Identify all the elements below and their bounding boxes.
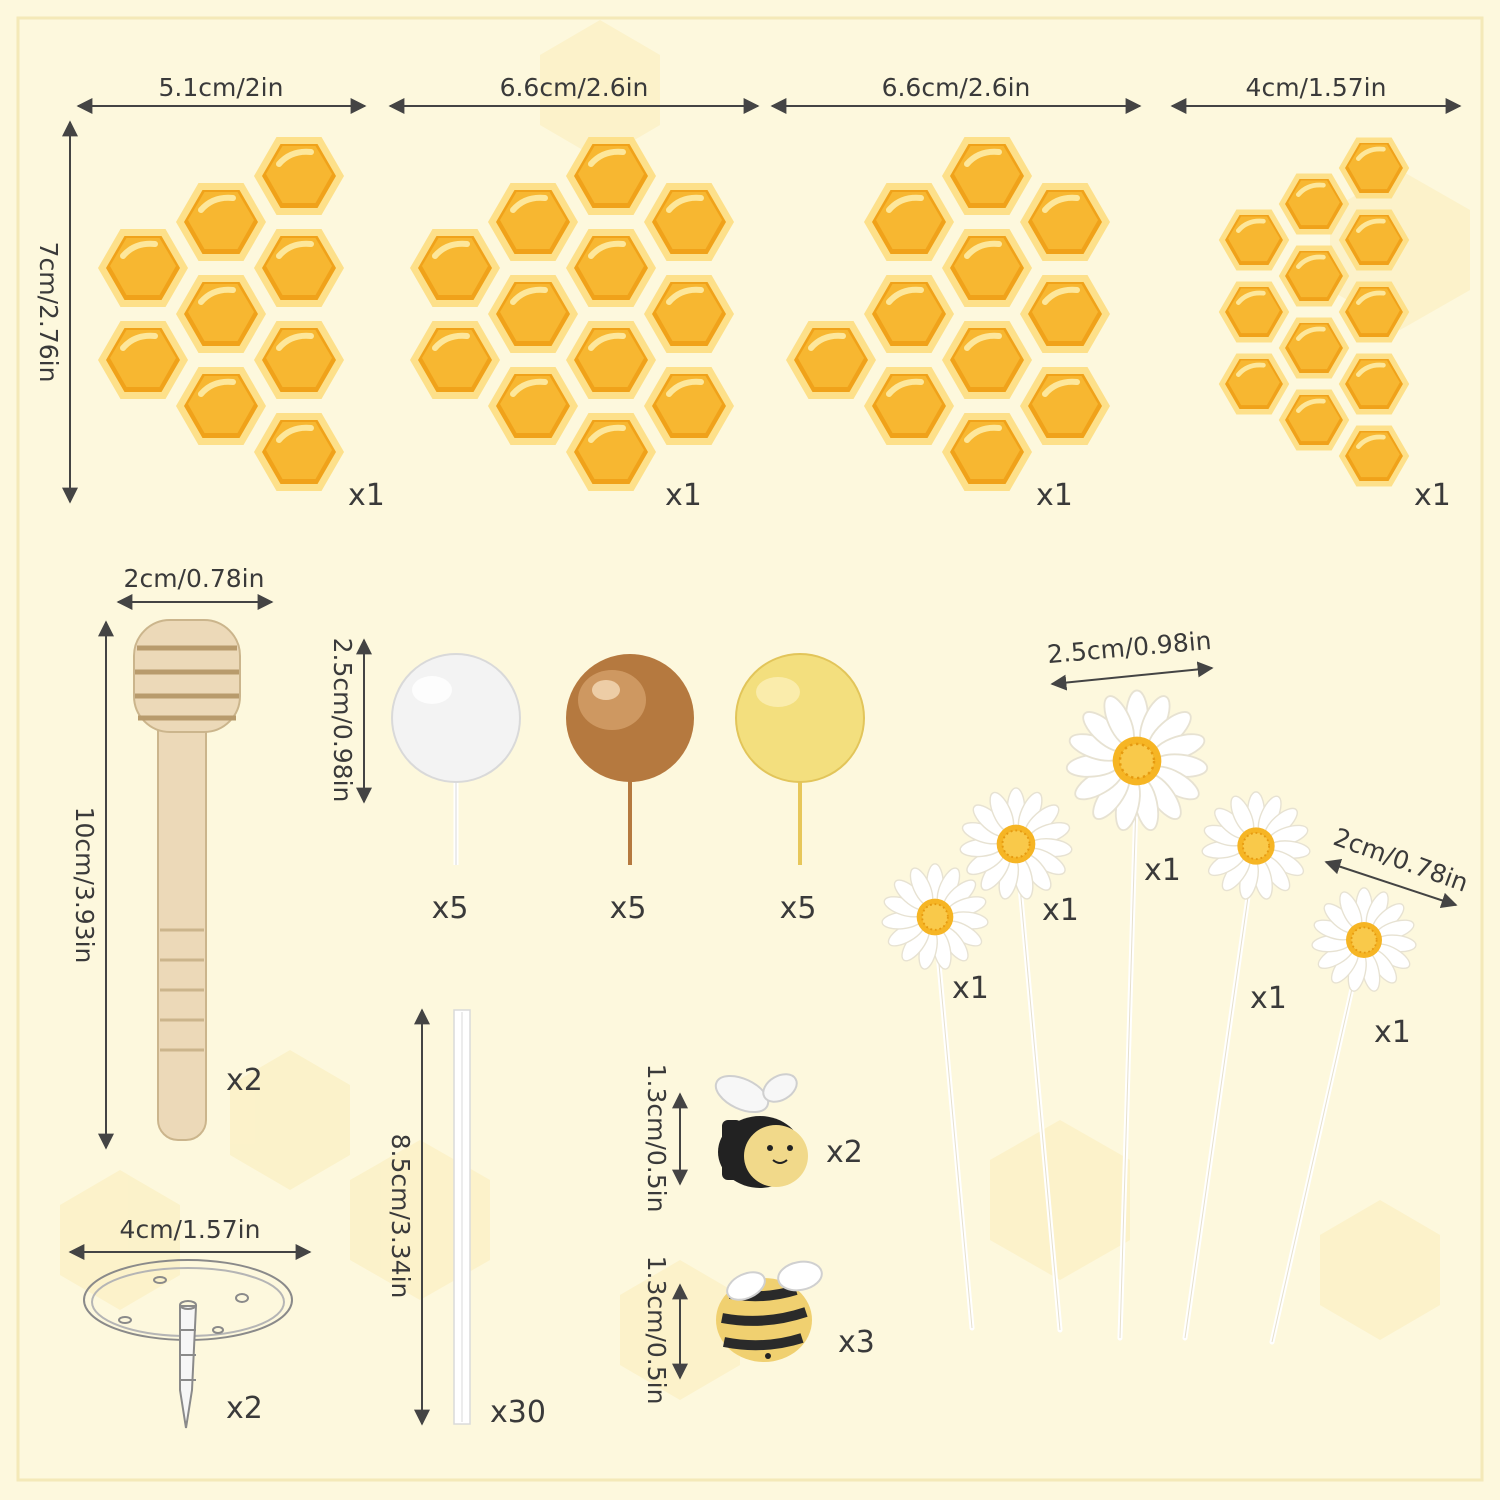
daisy-stem-outlines	[934, 767, 1364, 1343]
honeycomb-2	[410, 137, 734, 491]
straw-height-label: 8.5cm/3.34in	[386, 1134, 415, 1299]
straw-qty: x30	[490, 1395, 546, 1430]
stand-width-label: 4cm/1.57in	[120, 1215, 261, 1244]
bee-1-height-label: 1.3cm/0.5in	[642, 1064, 671, 1213]
daisy-3-qty: x1	[1144, 853, 1181, 888]
honeycomb-2-width-label: 6.6cm/2.6in	[500, 73, 649, 102]
ball-gold-qty: x5	[610, 891, 647, 926]
bee-1-qty: x2	[826, 1135, 863, 1170]
frame-border	[16, 16, 1484, 1482]
honeycomb-3	[786, 137, 1110, 491]
ball-white-qty: x5	[432, 891, 469, 926]
honeycomb-1	[98, 137, 344, 491]
ball-gold	[566, 654, 694, 865]
dipper-dimension-arrows	[98, 594, 274, 1150]
ball-size-label: 2.5cm/0.98in	[328, 638, 357, 803]
ball-cream-qty: x5	[780, 891, 817, 926]
daisy-2-qty: x1	[1042, 893, 1079, 928]
honeycomb-4-qty: x1	[1414, 478, 1451, 513]
honeycomb-1-width-label: 5.1cm/2in	[159, 73, 284, 102]
honeycomb-4-width-label: 4cm/1.57in	[1246, 73, 1387, 102]
honeycomb-2-qty: x1	[665, 478, 702, 513]
daisy-1	[880, 862, 990, 972]
honeycomb-4	[1219, 137, 1409, 486]
honeycomb-height-label: 7cm/2.76in	[34, 242, 63, 383]
honey-dipper	[133, 619, 241, 1141]
daisy-5	[1310, 886, 1418, 994]
daisy-5-qty: x1	[1374, 1015, 1411, 1050]
daisy-2	[958, 786, 1074, 902]
daisy-4	[1200, 790, 1312, 902]
dipper-qty: x2	[226, 1063, 263, 1098]
honeycomb-3-width-label: 6.6cm/2.6in	[882, 73, 1031, 102]
ball-white	[391, 653, 521, 865]
bee-2-height-label: 1.3cm/0.5in	[642, 1256, 671, 1405]
daisy-dimension-arrows	[1050, 661, 1458, 909]
honeycomb-dimension-arrows	[62, 98, 1462, 504]
honeycomb-1-qty: x1	[348, 478, 385, 513]
daisy-4-qty: x1	[1250, 981, 1287, 1016]
bee-2-qty: x3	[838, 1325, 875, 1360]
straws	[453, 1009, 471, 1425]
dipper-width-label: 2cm/0.78in	[124, 564, 265, 593]
stand-qty: x2	[226, 1391, 263, 1426]
clear-stand	[83, 1259, 293, 1429]
daisy-3	[1064, 689, 1210, 834]
dipper-height-label: 10cm/3.93in	[70, 807, 99, 964]
daisy-large-width-label: 2.5cm/0.98in	[1046, 626, 1213, 669]
bee-2	[716, 1260, 823, 1362]
ball-cream	[735, 653, 865, 865]
honeycomb-3-qty: x1	[1036, 478, 1073, 513]
bee-1	[714, 1073, 808, 1188]
daisy-1-qty: x1	[952, 971, 989, 1006]
